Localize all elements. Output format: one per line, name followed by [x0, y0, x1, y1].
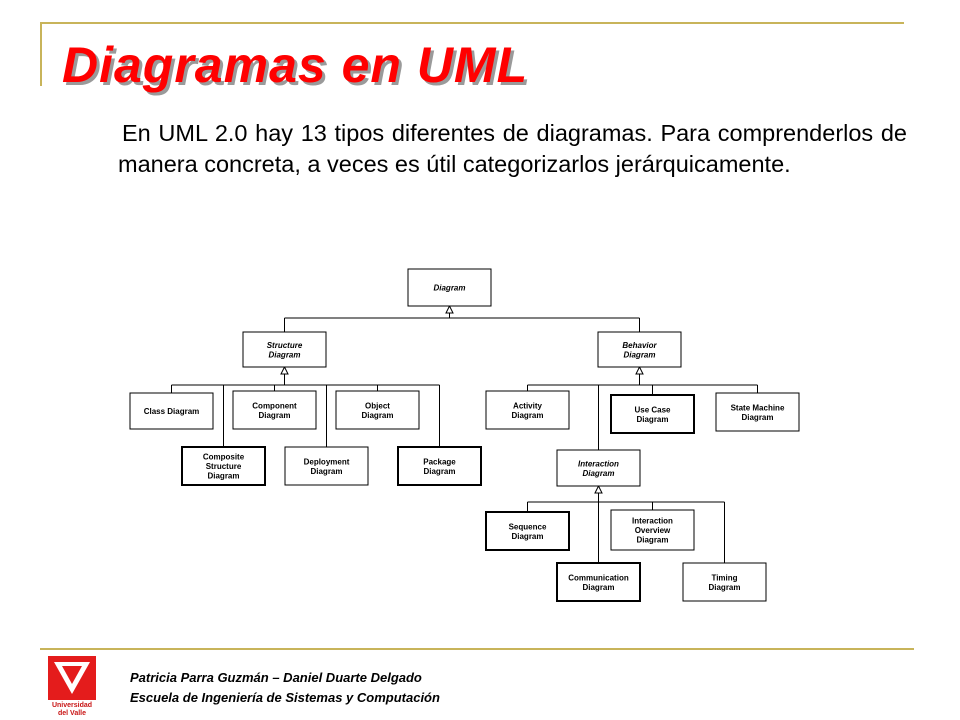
diagram-node-label: Composite — [203, 453, 245, 462]
diagram-node-box — [485, 390, 570, 430]
diagram-node-label: Diagram — [582, 583, 614, 592]
diagram-node-box — [335, 390, 420, 430]
diagram-node-label: Interaction — [632, 517, 673, 526]
diagram-node-label: Diagram — [207, 472, 239, 481]
diagram-node-box — [407, 268, 492, 307]
diagram-node-label: Class Diagram — [144, 407, 200, 416]
diagram-node-box — [682, 562, 767, 602]
diagram-node-label: Diagram — [582, 469, 614, 478]
generalization-arrow-structure — [280, 365, 289, 375]
diagram-node-label: Diagram — [511, 411, 543, 420]
slide-body-text: En UML 2.0 hay 13 tipos diferentes de di… — [118, 120, 907, 177]
diagram-node-label: Communication — [568, 573, 629, 582]
left-rule — [40, 22, 42, 86]
diagram-node-label: Diagram — [636, 536, 668, 545]
diagram-node-label: Diagram — [258, 411, 290, 420]
footer-school: Escuela de Ingeniería de Sistemas y Comp… — [130, 690, 440, 705]
diagram-node-label: Timing — [711, 573, 737, 582]
diagram-node-label: Overview — [635, 526, 671, 535]
diagram-node-label: State Machine — [731, 403, 785, 412]
diagram-node-label: Diagram — [423, 467, 455, 476]
diagram-node-box — [610, 509, 695, 551]
diagram-node-box — [556, 449, 641, 487]
diagram-node-box — [556, 562, 641, 602]
footer-authors: Patricia Parra Guzmán – Daniel Duarte De… — [130, 670, 422, 685]
university-logo-mark — [48, 656, 96, 700]
diagram-node-class: Class Diagram — [129, 392, 214, 430]
diagram-node-box — [397, 446, 482, 486]
diagram-node-label: Use Case — [634, 405, 671, 414]
footer-rule — [40, 648, 914, 650]
generalization-arrow-behavior — [635, 365, 644, 375]
top-rule — [40, 22, 904, 24]
diagram-node-label: Diagram — [361, 411, 393, 420]
diagram-node-label: Diagram — [268, 350, 300, 359]
diagram-node-box — [284, 446, 369, 486]
diagram-node-box — [715, 392, 800, 432]
diagram-node-label: Component — [252, 401, 297, 410]
slide-title: Diagramas en UML — [62, 37, 529, 93]
university-logo: Universidad del Valle — [46, 656, 98, 718]
diagram-node-label: Diagram — [310, 467, 342, 476]
diagram-node-label: Diagram — [708, 583, 740, 592]
diagram-node-box — [485, 511, 570, 551]
diagram-node-label: Structure — [267, 341, 303, 350]
diagram-node-box — [610, 394, 695, 434]
diagram-node-box — [242, 331, 327, 368]
diagram-node-label: Diagram — [511, 532, 543, 541]
diagram-node-box — [129, 392, 214, 430]
diagram-node-box — [597, 331, 682, 368]
diagram-node-label: Structure — [206, 462, 242, 471]
generalization-arrow-interaction — [594, 484, 603, 494]
diagram-node-label: Diagram — [741, 413, 773, 422]
generalization-arrow-diagram — [445, 304, 454, 314]
diagram-node-label: Diagram — [636, 415, 668, 424]
diagram-node-box — [181, 446, 266, 486]
diagram-node-label: Diagram — [623, 350, 655, 359]
diagram-node-label: Object — [365, 401, 390, 410]
diagram-node-label: Package — [423, 457, 456, 466]
diagram-node-label: Behavior — [622, 341, 657, 350]
diagram-node-label: Sequence — [509, 522, 547, 531]
diagram-nodes: DiagramStructureDiagramBehaviorDiagramCl… — [129, 268, 800, 602]
diagram-node-diagram: Diagram — [407, 268, 492, 307]
logo-text-line1: Universidad — [51, 702, 93, 709]
diagram-edges — [171, 304, 758, 563]
logo-text-line2: del Valle — [57, 710, 87, 717]
diagram-node-label: Deployment — [304, 457, 350, 466]
diagram-node-label: Activity — [513, 401, 542, 410]
diagram-node-label: Interaction — [578, 459, 619, 468]
diagram-node-label: Diagram — [433, 284, 465, 293]
diagram-node-box — [232, 390, 317, 430]
